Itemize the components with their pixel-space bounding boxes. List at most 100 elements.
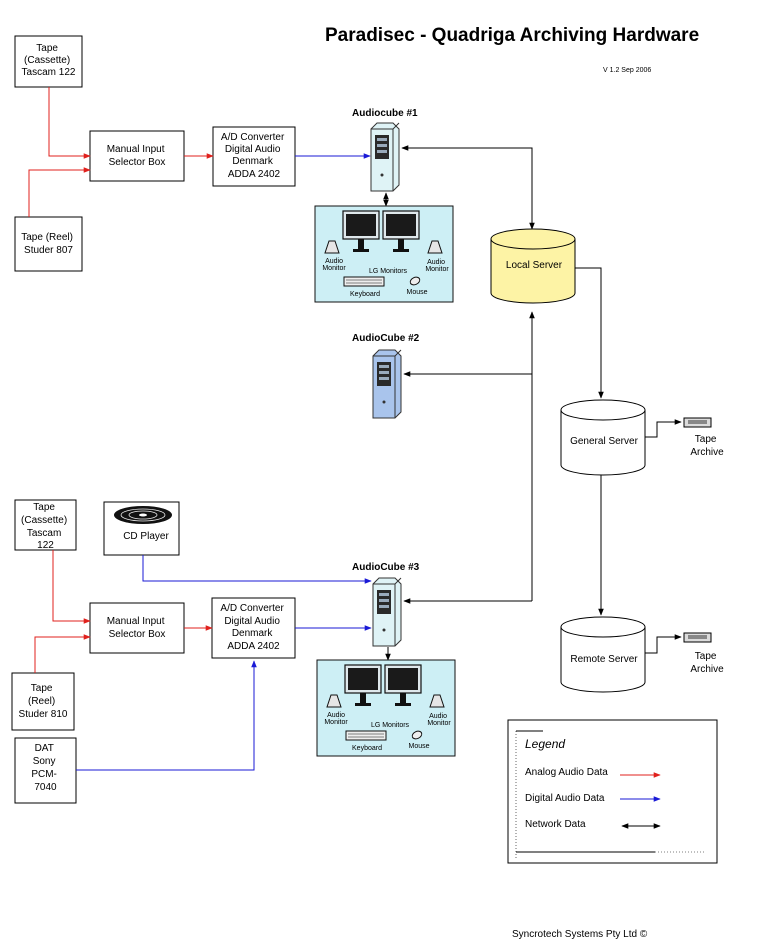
svg-text:Manual Input Selector Bo: Manual Input Selector Box — [107, 616, 168, 640]
tape-reel-3-box: Tape (Reel) Studer 810 — [11, 672, 75, 731]
adc-3-line: ADDA 2402 — [227, 641, 280, 652]
remote-server: Remote Server — [560, 616, 646, 693]
selector-3-line: Manual Input — [107, 616, 165, 627]
network-line-general-tape — [645, 419, 682, 438]
dat-line: 7040 — [34, 782, 57, 793]
local-server-label: Local Server — [506, 260, 563, 271]
diagram-title: Paradisec - Quadriga Archiving Hardware — [325, 25, 700, 46]
analog-line-reel-1 — [28, 167, 91, 217]
audiocube-2-tower — [372, 349, 402, 419]
svg-text:Tape (Cassette) Ta: Tape (Cassette) Tascam 122 — [21, 502, 70, 551]
dat-line: PCM- — [31, 769, 57, 780]
svg-text:Tape Archive: Tape Archive — [690, 434, 724, 458]
audio-monitor-label: Audio — [427, 259, 445, 266]
lg-monitors-label: LG Monitors — [369, 268, 408, 275]
audio-monitor-label: Audio — [429, 713, 447, 720]
tape-cassette-1-line: Tascam 122 — [22, 67, 76, 78]
audiocube-1-tower — [370, 122, 400, 192]
tape-archive-1: Tape Archive — [683, 417, 724, 458]
tape-reel-3-line: Tape — [31, 683, 53, 694]
svg-text:A/D Converter Digital Au: A/D Converter Digital Audio Denmark ADDA… — [221, 132, 287, 180]
tape-archive-line: Archive — [690, 664, 724, 675]
tape-archive-2: Tape Archive — [683, 632, 724, 675]
analog-line-cassette-3 — [52, 550, 91, 624]
tape-cassette-3-line: (Cassette) — [21, 515, 67, 526]
network-line-cube1-local — [401, 145, 535, 230]
analog-line-reel-3 — [34, 634, 91, 673]
remote-server-label: Remote Server — [570, 654, 638, 665]
tape-cassette-1-line: (Cassette) — [24, 55, 70, 66]
svg-text:Audio Monitor Audi: Audio Monitor Audio Monitor — [322, 258, 449, 273]
dat-line: Sony — [33, 756, 56, 767]
selector-1-line: Manual Input — [107, 144, 165, 155]
tape-cassette-3-line: Tascam — [27, 528, 61, 539]
cd-disc-icon — [114, 506, 172, 524]
workstation-1: Audio Monitor Audio Monitor LG Monitors … — [314, 205, 454, 303]
keyboard-icon — [343, 276, 385, 287]
tape-reel-1-line: Tape (Reel) — [21, 232, 73, 243]
svg-text:Tape Archive: Tape Archive — [690, 651, 724, 675]
version-label: V 1.2 Sep 2006 — [603, 67, 652, 74]
cube1-label: Audiocube #1 — [352, 108, 418, 119]
tape-cassette-1-line: Tape — [36, 43, 58, 54]
cube2-label: AudioCube #2 — [352, 333, 420, 344]
selector-3-line: Selector Box — [109, 629, 166, 640]
footer-credit: Syncrotech Systems Pty Ltd © — [512, 929, 648, 940]
adc-box-1: A/D Converter Digital Audio Denmark ADDA… — [212, 126, 296, 187]
cd-player-box: CD Player — [103, 501, 180, 556]
adc-box-3: A/D Converter Digital Audio Denmark ADDA… — [211, 597, 296, 659]
selector-box-1: Manual Input Selector Box — [89, 130, 185, 182]
dat-line: DAT — [35, 743, 54, 754]
tape-archive-line: Archive — [690, 447, 724, 458]
svg-text:Tape (Reel) Studer: Tape (Reel) Studer 810 — [19, 683, 68, 720]
network-line-remote-tape — [645, 634, 682, 654]
general-server-label: General Server — [570, 436, 638, 447]
tape-reel-3-line: Studer 810 — [19, 709, 68, 720]
tape-archive-line: Tape — [695, 434, 717, 445]
legend-analog-label: Analog Audio Data — [525, 767, 608, 778]
selector-box-3: Manual Input Selector Box — [89, 602, 185, 654]
keyboard-icon — [345, 730, 387, 741]
svg-text:Tape (Reel) Studer 807: Tape (Reel) Studer 807 — [21, 232, 75, 256]
audio-monitor-label: Monitor — [324, 719, 348, 726]
legend-title: Legend — [525, 737, 565, 751]
audio-monitor-label: Monitor — [427, 720, 451, 727]
adc-1-line: ADDA 2402 — [228, 169, 281, 180]
audio-monitor-label: Monitor — [425, 266, 449, 273]
adc-1-line: Digital Audio — [225, 144, 281, 155]
digital-line-cd-cube-3 — [142, 555, 372, 584]
tape-archive-line: Tape — [695, 651, 717, 662]
tape-cassette-3-line: 122 — [37, 540, 54, 551]
audio-monitor-label: Audio — [327, 712, 345, 719]
mouse-label: Mouse — [406, 289, 427, 296]
tape-cassette-3-line: Tape — [33, 502, 55, 513]
legend-network-label: Network Data — [525, 819, 586, 830]
dat-box: DAT Sony PCM- 7040 — [14, 737, 77, 804]
adc-1-line: A/D Converter — [221, 132, 285, 143]
legend: Legend Analog Audio Data Digital Audio D… — [507, 719, 718, 864]
legend-digital-label: Digital Audio Data — [525, 793, 605, 804]
audio-monitor-label: Monitor — [322, 265, 346, 272]
audiocube-3-tower — [372, 577, 402, 647]
cube3-label: AudioCube #3 — [352, 562, 420, 573]
analog-line-cassette-1 — [48, 87, 91, 159]
network-line-local-general — [575, 267, 604, 399]
svg-text:Manual Input Selector Bo: Manual Input Selector Box — [107, 144, 168, 168]
svg-text:A/D Converter Digital Au: A/D Converter Digital Audio Denmark ADDA… — [220, 603, 286, 652]
svg-text:Audio Monitor Audi: Audio Monitor Audio Monitor — [324, 712, 451, 727]
workstation-3: Audio Monitor Audio Monitor LG Monitors … — [316, 659, 456, 757]
svg-text:DAT Sony PCM-: DAT Sony PCM- 7040 — [31, 743, 59, 793]
digital-line-dat-adc-3 — [76, 660, 257, 771]
general-server: General Server — [560, 399, 646, 476]
lg-monitors-label: LG Monitors — [371, 722, 410, 729]
local-server: Local Server — [490, 228, 576, 304]
keyboard-label: Keyboard — [350, 291, 380, 298]
cd-player-label: CD Player — [123, 531, 169, 542]
audio-monitor-label: Audio — [325, 258, 343, 265]
adc-3-line: Denmark — [232, 628, 274, 639]
adc-3-line: A/D Converter — [220, 603, 284, 614]
selector-1-line: Selector Box — [109, 157, 166, 168]
tape-reel-1-line: Studer 807 — [24, 245, 73, 256]
tape-cassette-1-box: Tape (Cassette) Tascam 122 — [14, 35, 83, 88]
